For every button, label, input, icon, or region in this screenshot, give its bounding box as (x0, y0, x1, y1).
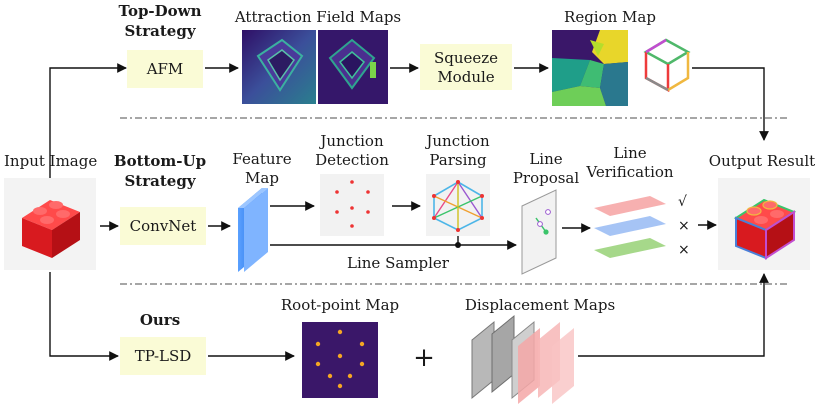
sampler-junction-dot (455, 242, 461, 248)
junction-detection-label-line2: Detection (315, 151, 389, 169)
line-proposal-label-line1: Line (529, 150, 562, 168)
line-proposal-image (521, 189, 557, 275)
feature-map-label-line1: Feature (232, 150, 291, 168)
tp-lsd-box (120, 337, 206, 375)
line-verification-label-line2: Verification (585, 163, 674, 181)
afm-box (127, 50, 203, 88)
afm-maps-label: Attraction Field Maps (234, 8, 401, 26)
attraction-field-map-1 (242, 30, 316, 104)
junction-parsing-label-line1: Junction (424, 132, 490, 150)
region-map-label: Region Map (564, 8, 656, 26)
convnet-box (120, 207, 206, 245)
junction-parsing-image (426, 174, 490, 236)
input-image (4, 178, 96, 270)
convnet-box-label: ConvNet (130, 217, 197, 235)
arrow-displacement-to-output (578, 273, 769, 357)
output-result-label: Output Result (709, 152, 815, 170)
attraction-field-map-2 (318, 30, 388, 104)
feature-map (238, 188, 268, 272)
afm-box-label: AFM (146, 60, 184, 78)
arrow-input-to-afm (49, 63, 127, 178)
output-result-image (718, 178, 810, 270)
ours-label: Ours (140, 311, 180, 329)
squeeze-label-line2: Module (437, 68, 494, 86)
displacement-maps-label: Displacement Maps (465, 296, 615, 314)
region-map (552, 30, 628, 106)
squeeze-module-box (420, 44, 512, 90)
line-proposal-label-line2: Proposal (513, 169, 580, 187)
arrow-input-to-tplsd (49, 272, 119, 361)
junction-parsing-label-line2: Parsing (429, 151, 487, 169)
root-point-map (302, 322, 378, 398)
bottom-up-label-line2: Strategy (124, 172, 196, 190)
displacement-maps (471, 314, 574, 404)
tp-lsd-box-label: TP-LSD (135, 347, 192, 365)
top-down-label-line2: Strategy (124, 22, 196, 40)
feature-map-label-line2: Map (245, 169, 279, 187)
line-verification-label-line1: Line (613, 144, 646, 162)
junction-detection-label-line1: Junction (318, 132, 384, 150)
verification-cross-mark-2: × (678, 242, 690, 258)
squeeze-label-line1: Squeeze (434, 49, 498, 67)
top-down-label-line1: Top-Down (119, 2, 202, 20)
plus-sign: + (413, 343, 435, 373)
line-verification-image (594, 196, 666, 258)
region-cube-icon (643, 38, 691, 93)
verification-check-mark: √ (678, 194, 687, 210)
junction-detection-image (320, 174, 384, 236)
bottom-up-label-line1: Bottom-Up (114, 152, 206, 170)
root-point-map-label: Root-point Map (281, 296, 399, 314)
verification-cross-mark-1: × (678, 218, 690, 234)
arrow-region-to-output (692, 67, 769, 141)
line-sampler-label: Line Sampler (347, 254, 450, 272)
